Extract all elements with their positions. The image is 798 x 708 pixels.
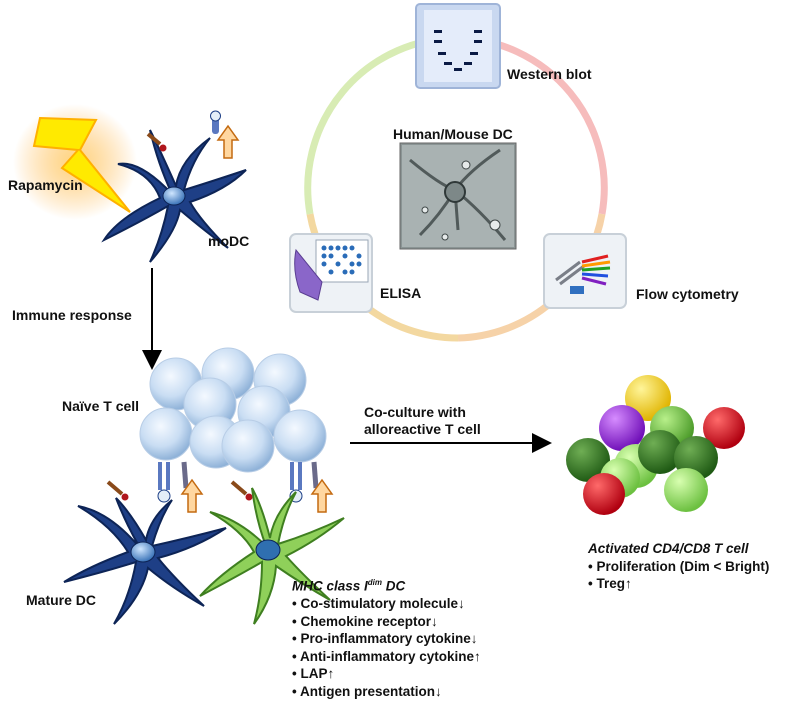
mature-dc-label: Mature DC [26,592,97,608]
mhc-effect-item: LAP↑ [292,665,481,683]
activated-t-cell-cluster [566,375,745,515]
activated-effect-item: Treg↑ [588,575,769,593]
immune-response-label: Immune response [12,307,132,323]
dc-micrograph [399,142,517,250]
activated-effect-item: Proliferation (Dim < Bright) [588,558,769,576]
modc-label: moDC [208,233,250,249]
mature-dc-blue [63,497,227,625]
mhc-dim-dc-green [199,487,345,625]
flow-cytometry-label: Flow cytometry [636,286,739,302]
mhc-effect-item: Pro-inflammatory cytokine↓ [292,630,481,648]
mhc-dim-dc-panel: MHC class Idim DC Co-stimulatory molecul… [292,574,481,700]
modc-cell [101,110,247,263]
human-mouse-dc-label: Human/Mouse DC [393,126,513,142]
coculture-label-line2: alloreactive T cell [364,421,481,437]
mhc-effect-item: Chemokine receptor↓ [292,613,481,631]
western-blot-label: Western blot [507,66,592,82]
activated-t-cell-panel: Activated CD4/CD8 T cell Proliferation (… [588,540,769,593]
mhc-effect-item: Co-stimulatory molecule↓ [292,595,481,613]
rapamycin-lightning [13,104,137,220]
naive-t-cell-cluster [139,347,327,473]
mhc-effect-item: Antigen presentation↓ [292,683,481,701]
elisa-label: ELISA [380,285,422,301]
rapamycin-label: Rapamycin [8,177,83,193]
flow-cytometry-icon [543,233,627,309]
activated-t-cell-title: Activated CD4/CD8 T cell [588,541,749,556]
naive-t-cell-label: Naïve T cell [62,398,140,414]
mhc-dim-dc-title: MHC class Idim DC [292,578,406,594]
receptor-ligand-pairs [106,461,334,513]
western-blot-icon [415,3,501,89]
coculture-label-line1: Co-culture with [364,404,466,420]
mhc-effect-item: Anti-inflammatory cytokine↑ [292,648,481,666]
elisa-plate-icon [289,233,373,313]
